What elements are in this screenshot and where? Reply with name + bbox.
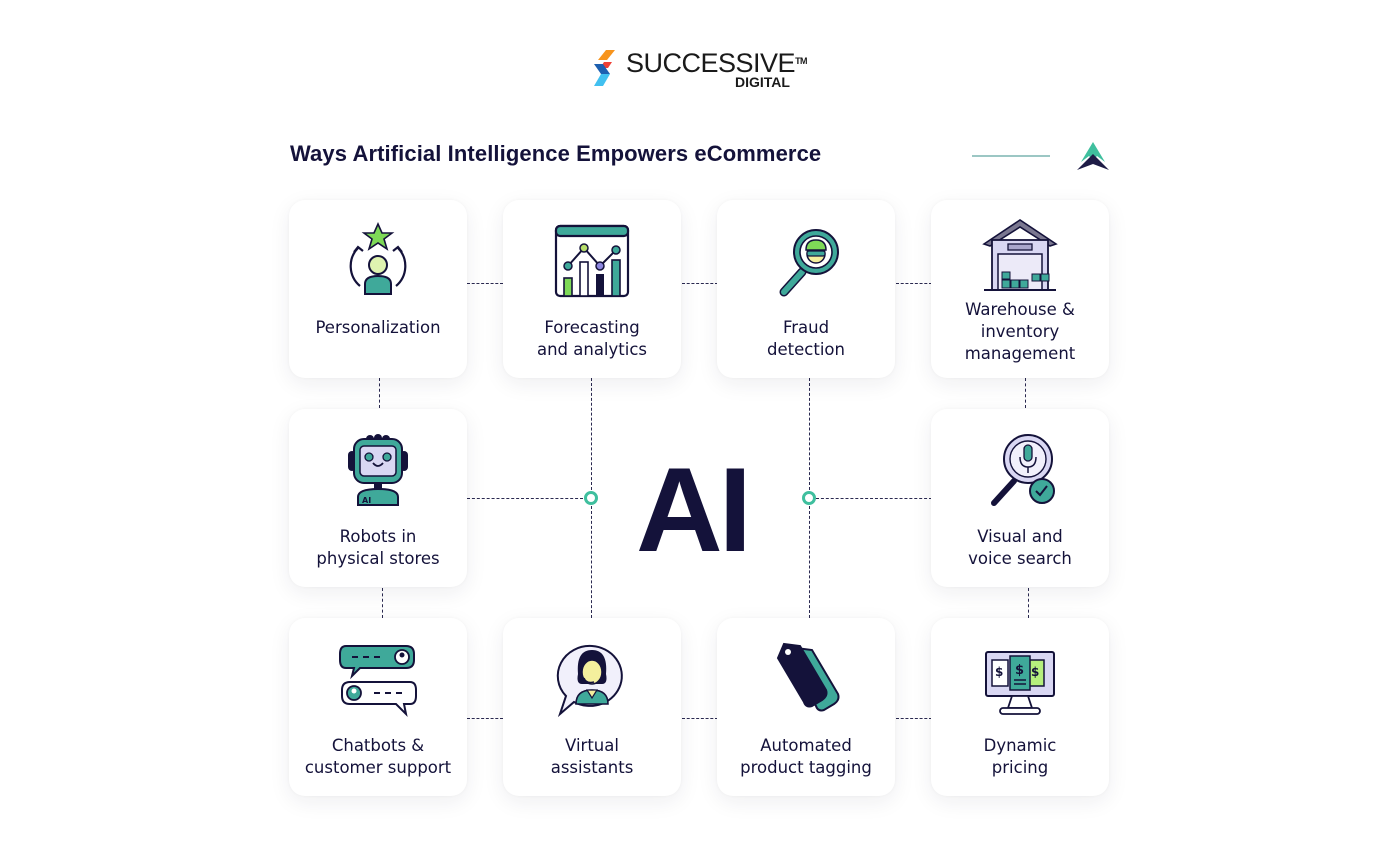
headset-agent-icon bbox=[556, 644, 623, 718]
brand-sub: DIGITAL bbox=[735, 74, 790, 90]
robot-icon: AI bbox=[348, 434, 408, 506]
connector bbox=[809, 506, 810, 618]
person-star-icon bbox=[349, 222, 407, 295]
card-robots: AI Robots in physical stores bbox=[289, 409, 467, 587]
card-label: Chatbots & customer support bbox=[304, 736, 452, 777]
analytics-chart-icon bbox=[554, 224, 630, 298]
chat-bubbles-icon bbox=[339, 645, 417, 718]
connector bbox=[591, 378, 592, 490]
connector bbox=[467, 718, 503, 719]
connector bbox=[1025, 378, 1026, 408]
card-pricing: $ $ $ Dynamic pricing bbox=[931, 618, 1109, 796]
connector bbox=[467, 283, 503, 284]
card-label: Forecasting and analytics bbox=[536, 318, 648, 359]
connector bbox=[816, 498, 932, 499]
card-label: Dynamic pricing bbox=[983, 736, 1057, 777]
connector-node-left bbox=[584, 491, 598, 505]
ai-center-label: AI bbox=[636, 443, 752, 577]
svg-text:AI: AI bbox=[362, 496, 371, 505]
connector bbox=[591, 506, 592, 618]
svg-text:$: $ bbox=[995, 665, 1003, 679]
card-label: Warehouse & inventory management bbox=[964, 300, 1076, 363]
connector bbox=[467, 498, 583, 499]
mountain-peak-icon bbox=[1077, 142, 1109, 170]
card-label: Fraud detection bbox=[767, 318, 845, 359]
connector-node-right bbox=[802, 491, 816, 505]
svg-text:$: $ bbox=[1015, 663, 1024, 678]
card-label: Virtual assistants bbox=[550, 736, 634, 777]
connector bbox=[382, 588, 383, 618]
card-tagging: Automated product tagging bbox=[717, 618, 895, 796]
svg-text:$: $ bbox=[1031, 665, 1039, 679]
card-fraud: Fraud detection bbox=[717, 200, 895, 378]
voice-search-icon bbox=[991, 434, 1055, 506]
page-title: Ways Artificial Intelligence Empowers eC… bbox=[290, 141, 822, 166]
card-label: Automated product tagging bbox=[740, 736, 872, 777]
connector bbox=[896, 718, 932, 719]
connector bbox=[809, 378, 810, 490]
brand-logo: SUCCESSIVETM DIGITAL bbox=[594, 48, 814, 92]
connector bbox=[1028, 588, 1029, 618]
card-personalization: Personalization bbox=[289, 200, 467, 378]
connector bbox=[682, 718, 718, 719]
card-visual-voice: Visual and voice search bbox=[931, 409, 1109, 587]
brand-name: SUCCESSIVETM bbox=[626, 48, 808, 78]
connector bbox=[379, 378, 380, 408]
connector bbox=[682, 283, 718, 284]
card-virtual-assistants: Virtual assistants bbox=[503, 618, 681, 796]
warehouse-icon bbox=[982, 219, 1058, 291]
card-label: Visual and voice search bbox=[968, 527, 1072, 568]
magnifier-thief-icon bbox=[779, 229, 839, 297]
card-label: Personalization bbox=[315, 318, 441, 337]
price-tags-icon bbox=[776, 642, 840, 712]
title-divider bbox=[972, 155, 1050, 157]
card-label: Robots in physical stores bbox=[316, 527, 440, 568]
card-warehouse: Warehouse & inventory management bbox=[931, 200, 1109, 378]
card-chatbots: Chatbots & customer support bbox=[289, 618, 467, 796]
card-forecasting: Forecasting and analytics bbox=[503, 200, 681, 378]
successive-logo-icon bbox=[594, 50, 615, 86]
monitor-dollar-icon: $ $ $ bbox=[985, 651, 1055, 715]
connector bbox=[896, 283, 932, 284]
